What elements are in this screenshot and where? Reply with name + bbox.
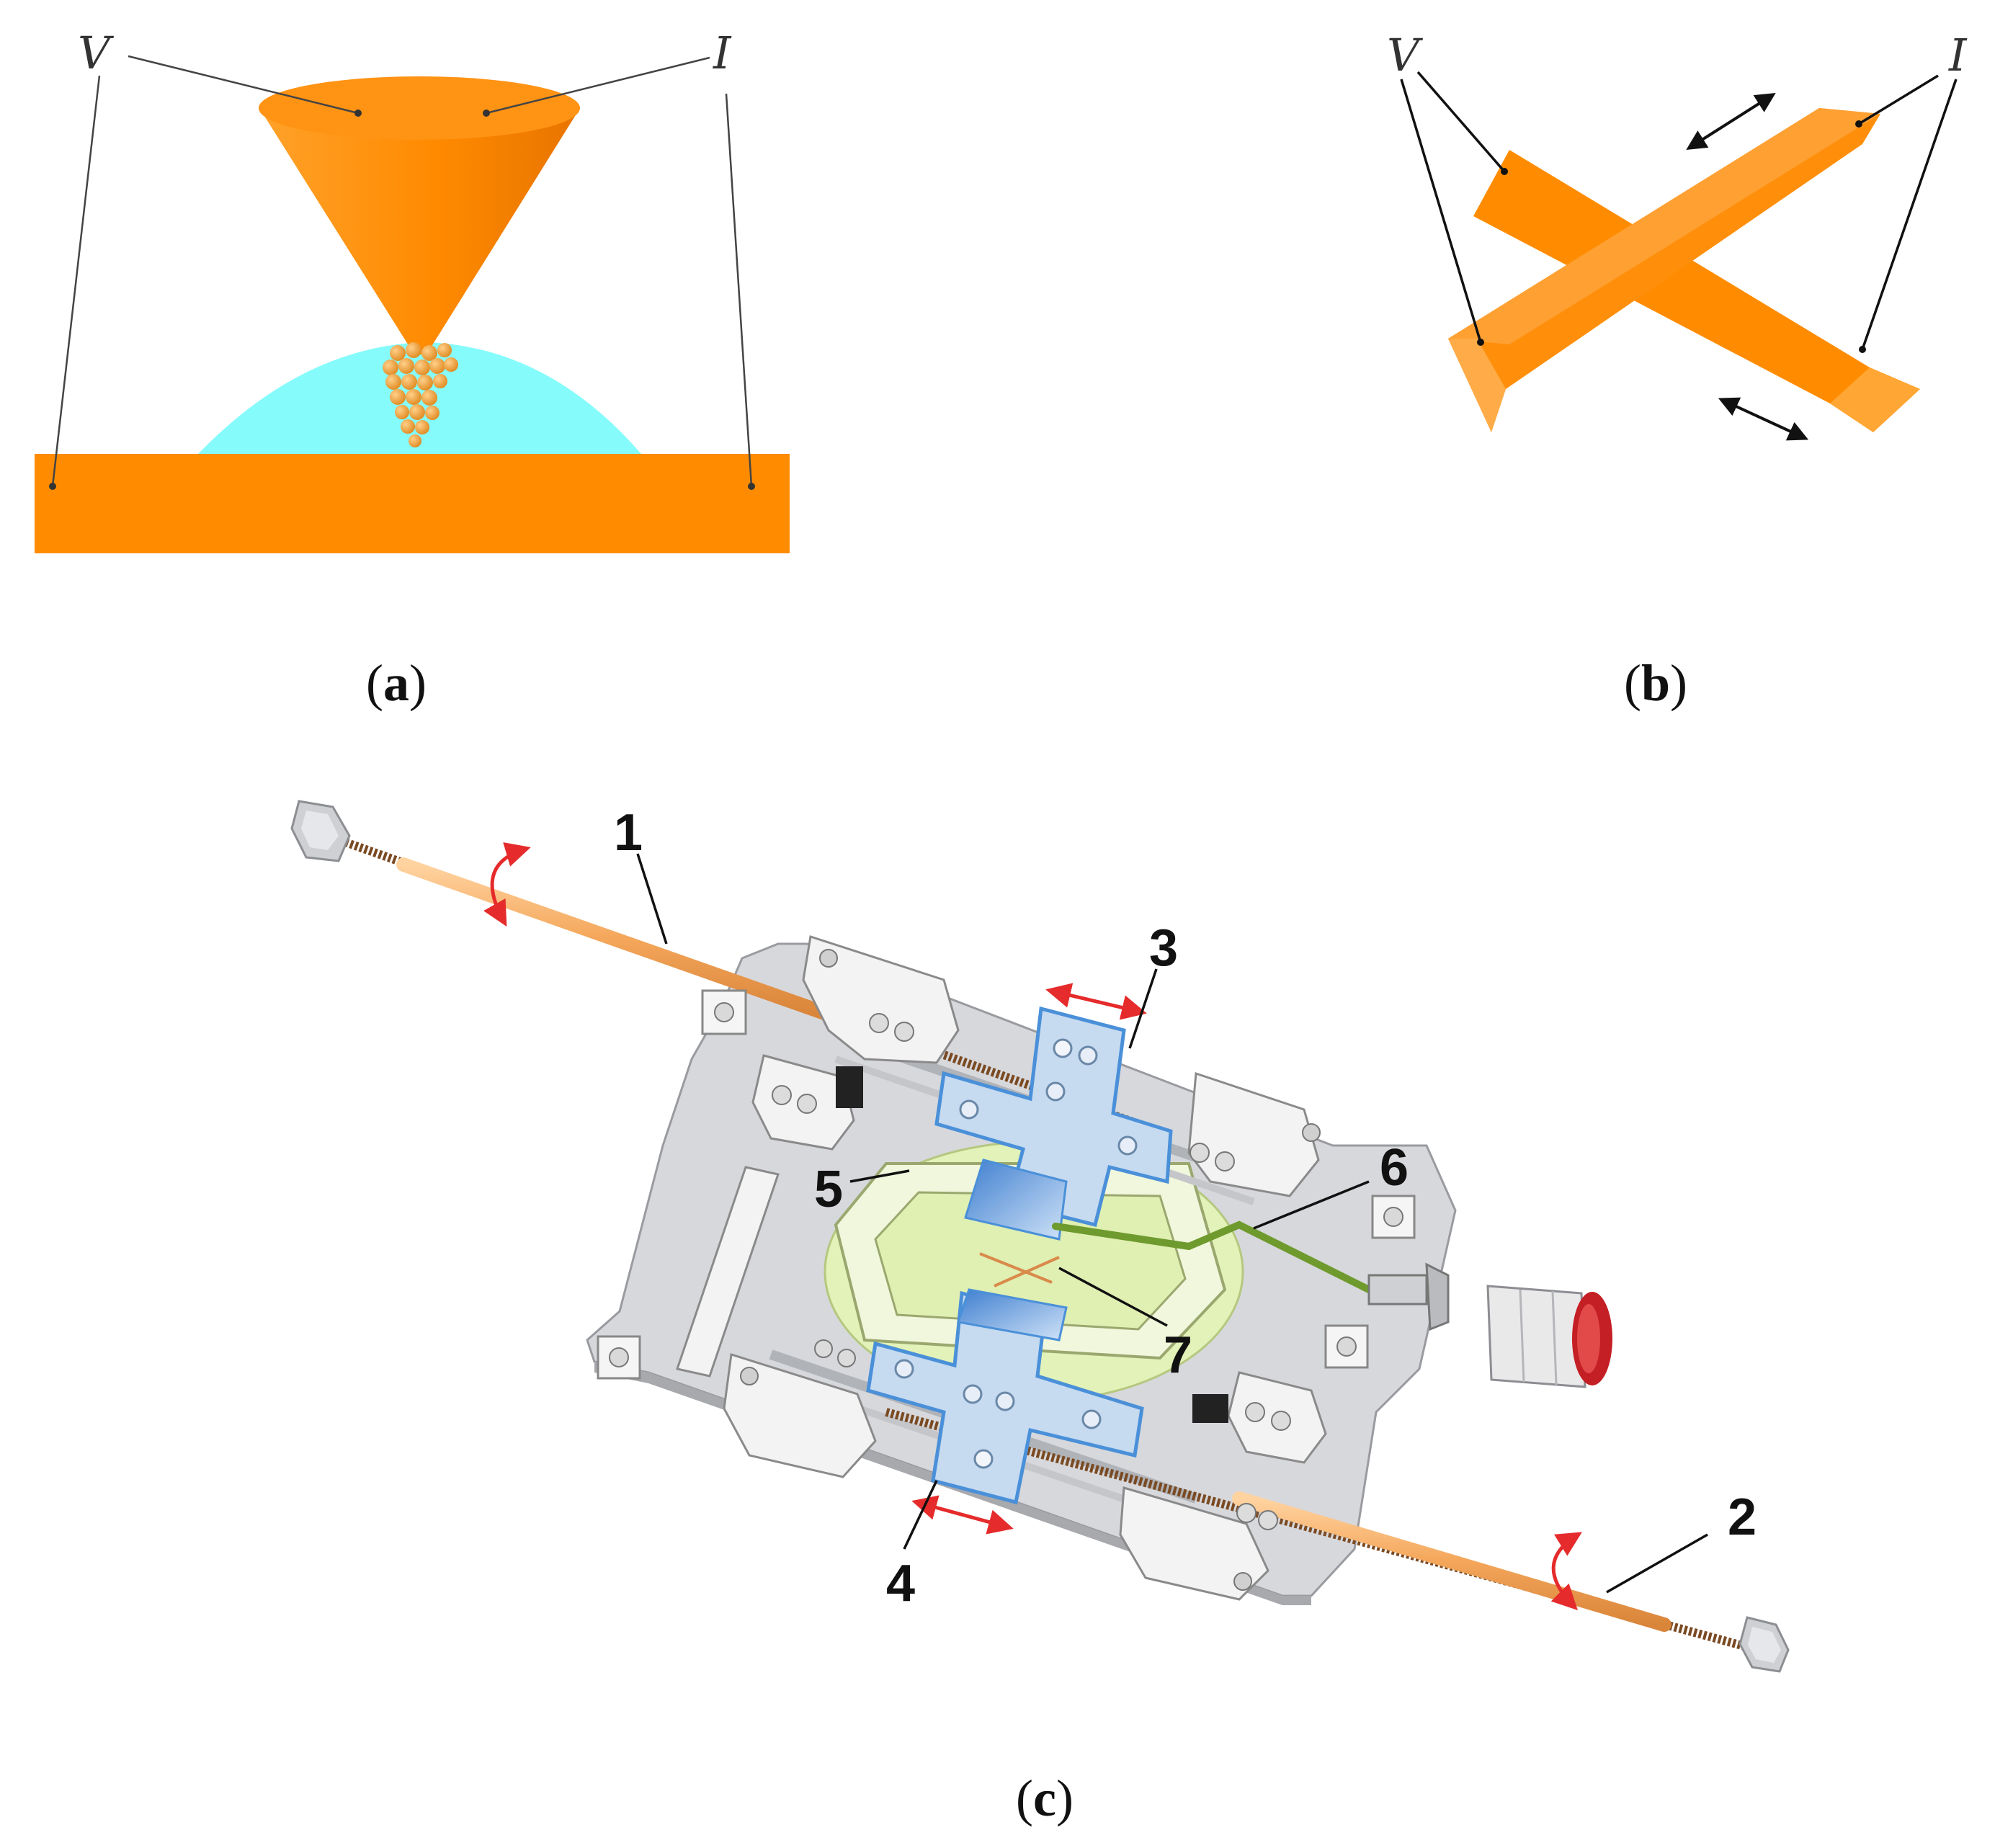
part-label-7: 7 xyxy=(1164,1326,1192,1384)
panel-c: 1 2 3 4 5 6 7 (c) xyxy=(290,800,1790,1827)
contact-dot xyxy=(1855,120,1862,128)
motion-arrow-lower xyxy=(1718,397,1809,441)
carriage-lower xyxy=(866,1288,1144,1505)
hex-nut-right xyxy=(1739,1616,1790,1673)
cone-electrode xyxy=(259,108,580,354)
label-v: V xyxy=(78,27,115,79)
support-block xyxy=(1187,1071,1321,1197)
pneumatic-fitting xyxy=(1486,1285,1612,1388)
substrate-electrode xyxy=(35,454,790,553)
sensor-upper xyxy=(836,1066,863,1108)
part-label-5: 5 xyxy=(814,1161,843,1218)
small-clamp xyxy=(701,989,747,1035)
support-block xyxy=(723,1339,877,1478)
leader-part-4 xyxy=(903,1480,938,1550)
part-label-2: 2 xyxy=(1728,1488,1757,1546)
feed-tube xyxy=(1052,1220,1372,1293)
leader-part-2 xyxy=(1606,1533,1708,1594)
part-label-1: 1 xyxy=(614,804,643,862)
motion-arrow-upper xyxy=(1686,92,1776,151)
carriage-upper-bridge xyxy=(964,1159,1068,1241)
lead-screw-1 xyxy=(396,857,836,1022)
leader-b-v-lower xyxy=(1400,79,1482,343)
tube-connector xyxy=(1367,1262,1450,1331)
small-clamp xyxy=(597,1335,641,1380)
particle-cluster xyxy=(383,342,458,447)
contact-dot xyxy=(1477,339,1484,346)
label-v: V xyxy=(1387,29,1424,81)
leader-a-v-substrate xyxy=(51,75,101,487)
crossed-wire-front-top xyxy=(1448,108,1880,344)
panel-caption-c: (c) xyxy=(1016,1769,1074,1827)
hex-nut-left xyxy=(290,800,351,862)
panel-caption-a: (a) xyxy=(366,654,427,712)
crossed-wire-rear xyxy=(1473,150,1920,432)
support-block xyxy=(802,935,960,1064)
crossed-wire-front xyxy=(1448,108,1880,432)
contact-dot xyxy=(49,483,56,490)
part-label-4: 4 xyxy=(886,1555,915,1612)
part-label-3: 3 xyxy=(1149,919,1178,977)
contact-dot xyxy=(1859,346,1866,353)
leader-b-i-upper xyxy=(1858,74,1939,125)
electrode-wire-a xyxy=(979,1252,1053,1284)
contact-dot xyxy=(1501,168,1508,175)
cone-top-face xyxy=(259,76,580,140)
leader-b-i-lower xyxy=(1861,79,1958,350)
panel-caption-b: (b) xyxy=(1624,654,1687,712)
part-label-6: 6 xyxy=(1380,1139,1409,1197)
crossed-wire-rear-face xyxy=(1830,367,1920,432)
contact-dot xyxy=(748,483,755,490)
leader-a-i-cone xyxy=(486,56,710,115)
leader-a-i-substrate xyxy=(725,93,753,487)
lead-screw-2 xyxy=(1232,1491,1671,1632)
carriage-upper xyxy=(934,1006,1173,1241)
carriage-lower-bridge xyxy=(957,1288,1068,1342)
leader-part-3 xyxy=(1128,968,1158,1049)
leader-b-v-upper xyxy=(1416,71,1506,173)
rotation-arrow-right xyxy=(1550,1532,1582,1610)
translation-arrow-upper xyxy=(1045,983,1147,1020)
small-clamp xyxy=(1371,1195,1416,1239)
leader-part-5 xyxy=(849,1169,910,1183)
leader-a-v-cone xyxy=(128,55,359,115)
support-block xyxy=(751,1054,855,1151)
leader-part-1 xyxy=(636,853,668,945)
small-clamp xyxy=(1324,1324,1369,1369)
contact-dot xyxy=(483,110,490,117)
translation-arrow-lower xyxy=(911,1495,1014,1535)
support-block xyxy=(1119,1486,1278,1601)
rotation-arrow-left xyxy=(483,842,531,927)
panel-a: V I (a) xyxy=(35,27,790,712)
label-i: I xyxy=(1948,29,1968,81)
sensor-lower xyxy=(1192,1394,1228,1423)
leader-part-7 xyxy=(1058,1267,1168,1327)
crossed-wire-front-end xyxy=(1448,339,1506,432)
contact-dot xyxy=(354,110,362,117)
label-i: I xyxy=(713,27,732,79)
slot-bar xyxy=(676,1166,780,1378)
leader-part-6 xyxy=(1253,1180,1370,1230)
electrode-wire-b xyxy=(994,1256,1060,1287)
panel-b: V I (b) xyxy=(1387,29,1968,712)
